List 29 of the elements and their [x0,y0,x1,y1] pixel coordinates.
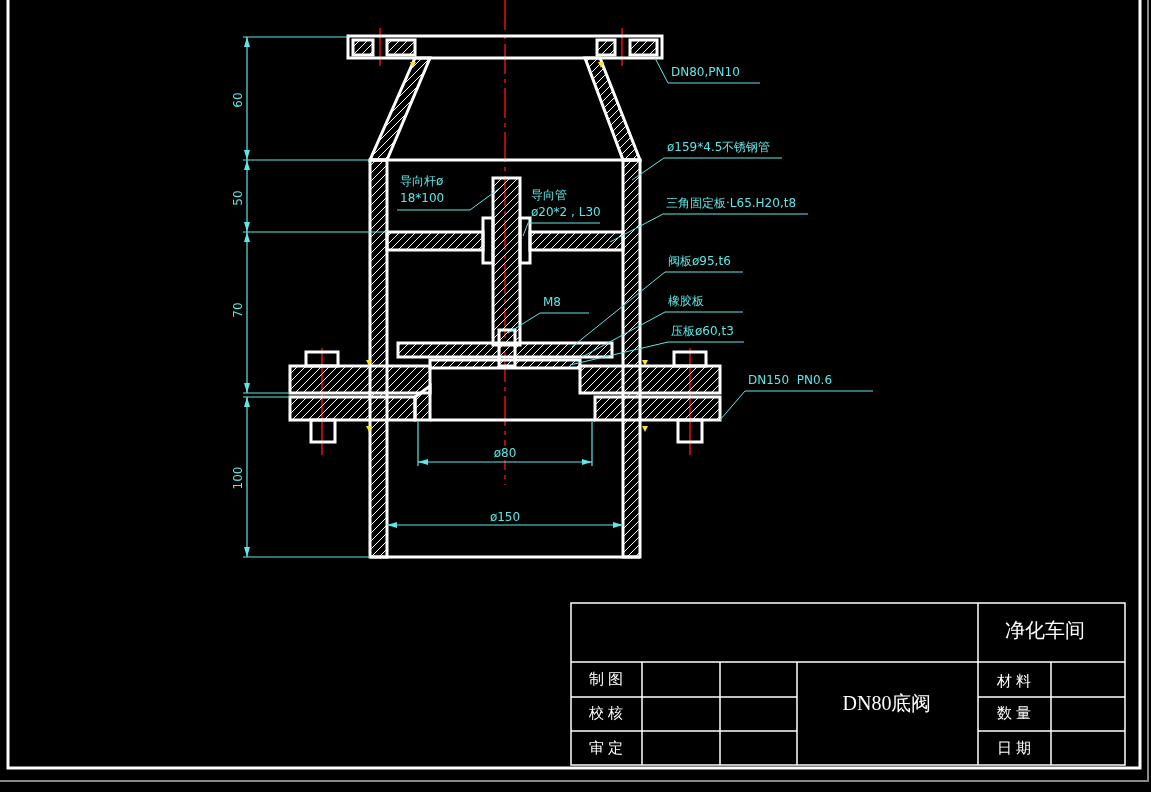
leader-line [581,311,744,358]
field-label: 数 量 [994,703,1034,723]
leader-line [609,213,809,243]
callout-text: 三角固定板·L65.H20,t8 [663,195,808,214]
callout-text: 导向管 ø20*2 , L30 [528,187,600,223]
dimension-text: ø80 [491,446,519,460]
dimension-text: 60 [231,90,245,110]
callout-text: DN80,PN10 [668,64,760,83]
callout-text: 阀板ø95,t6 [665,253,743,272]
dimension-text: 70 [231,300,245,320]
dimension-text: 50 [231,188,245,208]
field-label: 材 料 [994,671,1034,691]
callout-text: 橡胶板 [665,293,743,312]
callout-text: ø159*4.5不锈钢管 [664,139,782,158]
callout-text: M8 [540,294,589,313]
leader-line [719,390,874,421]
leader-line [507,312,590,334]
leader-line [522,222,601,237]
callout-text: DN150 PN0.6 [745,372,873,391]
field-label: 校 核 [586,703,626,723]
callout-text: 导向杆ø 18*100 [397,173,470,210]
leader-line [631,157,783,181]
leader-line [654,57,761,84]
leader-line [396,187,501,211]
dimension-text: 100 [231,464,245,492]
leader-line [571,271,744,348]
dimension-text: ø150 [487,510,523,524]
leader-line [569,341,745,366]
callout-text: 压板ø60,t3 [668,323,744,342]
